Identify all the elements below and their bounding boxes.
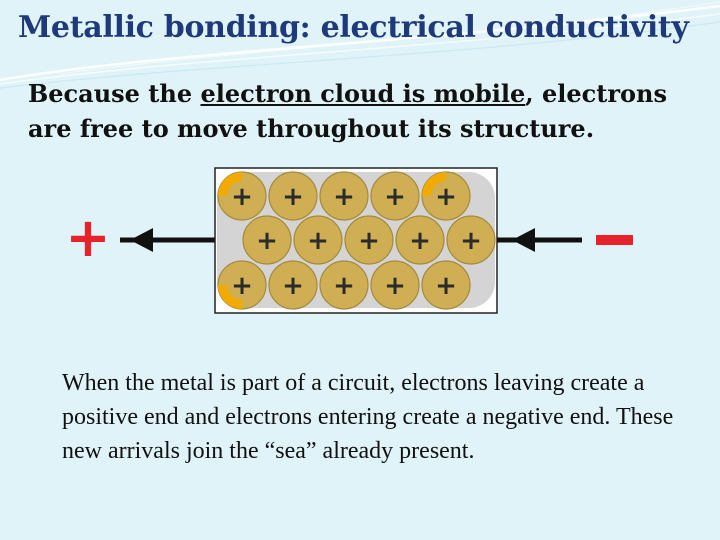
ion-charge-label: +: [409, 226, 431, 256]
intro-text: Because the electron cloud is mobile, el…: [28, 76, 688, 146]
ion-charge-label: +: [358, 226, 380, 256]
metal-ion: [319, 260, 369, 310]
metal-ion: [344, 215, 394, 265]
metal-ion-lattice: +++++++++++++++: [217, 171, 496, 310]
ion-charge-label: +: [384, 271, 406, 301]
ion-charge-label: +: [282, 182, 304, 212]
ion-charge-label: +: [307, 226, 329, 256]
electron-highlight: [218, 172, 242, 196]
negative-terminal-sign: [596, 235, 633, 245]
ion-charge-label: +: [435, 182, 457, 212]
electron-flow-arrow-left: [120, 228, 215, 252]
metal-ion: [446, 215, 496, 265]
ion-charge-label: +: [231, 182, 253, 212]
intro-text-start: Because the: [28, 79, 201, 108]
ion-charge-label: +: [282, 271, 304, 301]
ion-charge-label: +: [256, 226, 278, 256]
metal-ion: [268, 260, 318, 310]
ion-charge-label: +: [333, 182, 355, 212]
electron-flow-arrow-right: [497, 228, 582, 252]
decorative-swoosh: [0, 1, 720, 89]
electron-highlight: [218, 285, 242, 309]
ion-charge-label: +: [460, 226, 482, 256]
metal-ion: [370, 260, 420, 310]
positive-terminal-sign: +: [65, 206, 110, 269]
metal-ion: [268, 171, 318, 221]
electron-highlight: [422, 172, 446, 196]
metal-ion: [319, 171, 369, 221]
right-terminal: [596, 235, 633, 245]
metal-ion: [242, 215, 292, 265]
left-terminal: +: [65, 206, 110, 269]
metal-ion: [293, 215, 343, 265]
ion-charge-label: +: [435, 271, 457, 301]
ion-charge-label: +: [333, 271, 355, 301]
slide-title: Metallic bonding: electrical conductivit…: [18, 10, 689, 45]
ion-charge-label: +: [231, 271, 253, 301]
intro-text-end: , electrons are free to move throughout …: [28, 79, 667, 143]
caption-text: When the metal is part of a circuit, ele…: [62, 370, 674, 464]
metal-ion: [395, 215, 445, 265]
metal-ion: [421, 260, 471, 310]
metal-ion: [370, 171, 420, 221]
ion-charge-label: +: [384, 182, 406, 212]
intro-underlined-phrase: electron cloud is mobile: [200, 79, 526, 108]
conductivity-diagram: + +++++++++++++++: [65, 167, 633, 314]
